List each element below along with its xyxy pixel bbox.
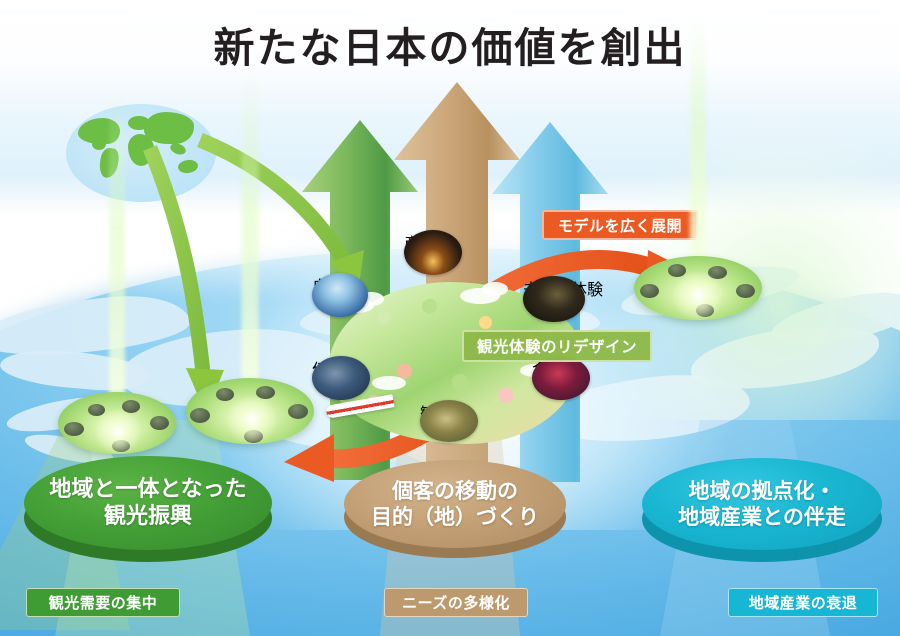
bubble-industry: 産業 [404,230,462,275]
bubble-tradition: 伝統 [312,356,370,400]
disc-right: 地域の拠点化・ 地域産業との伴走 [642,458,882,566]
disc-left-line-1: 地域と一体となった [49,476,247,502]
caption-left: 観光需要の集中 [26,588,180,617]
island-mound-left-2 [186,68,314,456]
caption-right: 地域産業の衰退 [728,588,878,617]
disc-right-line-2: 地域産業との伴走 [678,505,846,529]
bubble-unknown-experience: 未知の体験 [523,276,603,322]
disc-center: 個客の移動の 目的（地）づくり [344,460,566,564]
page-title: 新たな日本の価値を創出 [213,24,687,72]
disc-right-line-1: 地域の拠点化・ [688,478,836,503]
disc-center-line-1: 個客の移動の [392,478,518,503]
banner-model-expand: モデルを広く展開 [542,210,698,240]
bubble-tourism: 観光 [420,400,478,442]
disc-left-line-2: 観光振興 [103,504,192,529]
island-mound-left-1 [58,92,176,466]
disc-left: 地域と一体となった 観光振興 [24,456,272,566]
green-arrow-to-left-islands [143,145,224,414]
caption-center: ニーズの多様化 [384,588,528,617]
disc-center-line-2: 目的（地）づくり [371,505,539,529]
bubble-food: 食 [532,356,590,400]
world-map [66,104,216,202]
banner-redesign-tourism-experience: 観光体験のリデザイン [462,330,652,362]
island-mound-right [634,16,762,332]
bubble-nature: 自然 [312,273,368,317]
